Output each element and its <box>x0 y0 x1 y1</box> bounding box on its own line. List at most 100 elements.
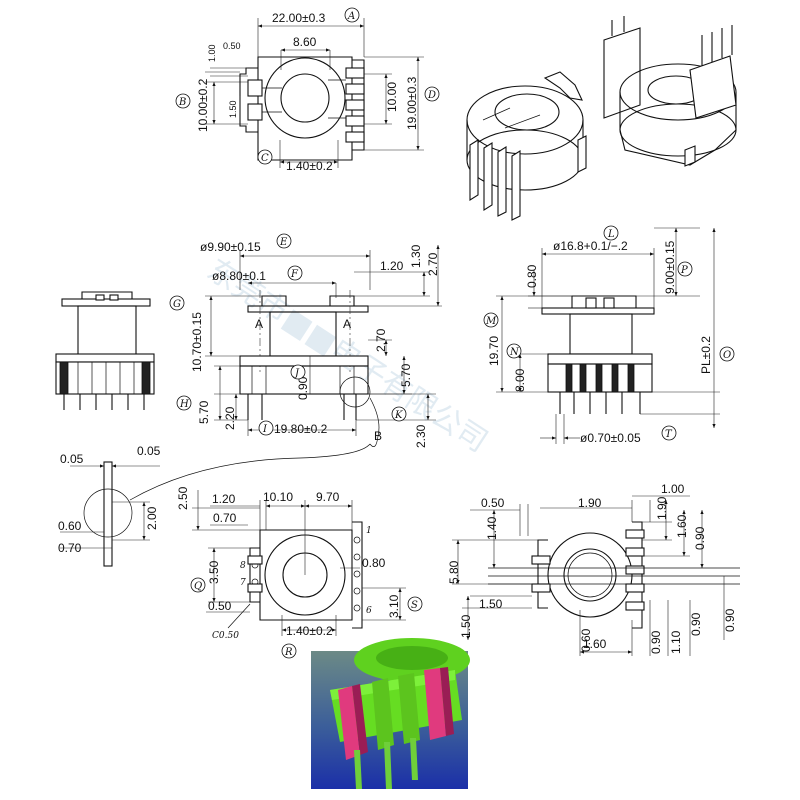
bottom-view: 1 8 7 6 2.50 1.20 10.10 9.70 0.70 3.50 0… <box>176 486 423 659</box>
svg-text:E: E <box>279 237 288 248</box>
svg-text:M: M <box>485 316 497 327</box>
front-right-3-dim: 2.70 <box>426 252 440 276</box>
svg-text:J: J <box>293 368 300 379</box>
svg-text:O: O <box>723 350 731 361</box>
front-mid-height-dim: 2.70 <box>374 328 388 352</box>
detail-dim-d: 0.70 <box>58 541 82 555</box>
svg-text:F: F <box>290 269 299 280</box>
svg-text:K: K <box>394 410 403 421</box>
callout-e: E <box>276 233 292 249</box>
bottom-dim-c: 10.10 <box>263 490 293 504</box>
pcb-dim-f: 1.60 <box>675 514 689 538</box>
pcb-dim-n: 1.10 <box>669 630 683 654</box>
section-mark-a-right: A <box>343 317 351 331</box>
detail-b-view: 0.05 0.05 0.60 0.70 2.00 <box>58 443 371 567</box>
bottom-dim-f: 3.50 <box>207 560 221 584</box>
callout-f: F <box>287 265 303 281</box>
callout-j: J <box>290 364 306 380</box>
render-3d-image <box>311 638 470 789</box>
top-small-a-dim: 1.00 <box>207 44 217 62</box>
pcb-dim-b: 1.90 <box>578 496 602 510</box>
svg-text:S: S <box>411 600 418 611</box>
front-flange-diameter-dim: ø9.90±0.15 <box>200 240 261 254</box>
callout-t: T <box>661 425 677 441</box>
callout-l: L <box>603 225 619 241</box>
bottom-chamfer-note: C0.50 <box>212 631 239 641</box>
section-mark-a-left: A <box>255 317 263 331</box>
callout-g: G <box>169 295 185 311</box>
callout-k: K <box>391 406 407 422</box>
pcb-dim-e: 1.40 <box>485 516 499 540</box>
left-elevation-view <box>55 291 155 410</box>
svg-text:R: R <box>284 647 293 658</box>
pcb-dim-g: 0.90 <box>693 526 707 550</box>
callout-q: Q <box>190 577 206 593</box>
pin-label-8: 8 <box>240 561 246 571</box>
bottom-pin-width-dim: 1.40±0.2 <box>286 624 333 638</box>
pcb-dim-j: 1.50 <box>459 614 473 638</box>
front-pin-length-dim: 2.30 <box>414 424 428 448</box>
top-width-dim: 22.00±0.3 <box>272 11 326 25</box>
front-view: A A B ø9.90±0.15 ø8.80±0.1 1.20 1.30 2.7… <box>169 233 442 448</box>
pcb-dim-m: 0.90 <box>649 630 663 654</box>
callout-o: O <box>719 346 735 362</box>
detail-circle-b <box>339 376 371 408</box>
svg-text:Q: Q <box>194 581 202 592</box>
front-core-diameter-dim: ø8.80±0.1 <box>212 269 266 283</box>
side-base-height-dim: 8.00 <box>513 368 527 392</box>
side-view: ø16.8+0.1/−.2 0.80 9.00±0.15 19.70 8.00 … <box>483 225 735 445</box>
callout-d: D <box>424 86 440 102</box>
bottom-dim-e: 0.70 <box>213 511 237 525</box>
front-right-2-dim: 1.30 <box>409 244 423 268</box>
svg-text:H: H <box>179 399 189 410</box>
pin-label-1: 1 <box>366 526 372 536</box>
front-pin-diameter-dim: 0.90 <box>296 376 310 400</box>
top-small-b-dim: 0.50 <box>223 41 241 51</box>
svg-text:N: N <box>509 347 520 358</box>
svg-text:T: T <box>665 429 673 440</box>
detail-dim-e: 2.00 <box>145 506 159 530</box>
svg-text:G: G <box>173 299 181 310</box>
side-top-height-dim: 0.80 <box>525 264 539 288</box>
isometric-view-left <box>466 71 587 221</box>
top-core-circle <box>280 73 330 123</box>
top-left-height-dim: 10.00±0.2 <box>196 78 210 132</box>
bottom-dim-b: 1.20 <box>212 492 236 506</box>
detail-dim-a: 0.05 <box>60 452 84 466</box>
side-total-height-dim: 19.70 <box>487 336 501 366</box>
pcb-dim-o: 0.90 <box>689 612 703 636</box>
top-flange-circle <box>264 57 346 139</box>
top-outer-height-dim: 19.00±0.3 <box>405 76 419 130</box>
pcb-dim-l: 1.60 <box>583 637 607 651</box>
svg-text:L: L <box>607 229 615 240</box>
top-pin-width-dim: 1.40±0.2 <box>286 159 333 173</box>
front-base-height-dim: 5.70 <box>399 363 413 387</box>
bottom-dim-h: 0.50 <box>208 599 232 613</box>
bottom-dim-a: 2.50 <box>176 486 190 510</box>
callout-s: S <box>407 596 423 612</box>
svg-text:A: A <box>347 11 355 22</box>
front-left-1-dim: 5.70 <box>197 400 211 424</box>
detail-dim-b: 0.05 <box>137 444 161 458</box>
pcb-layout-view: 0.50 1.90 1.00 1.90 1.40 1.60 0.90 5.80 … <box>447 482 740 656</box>
front-right-1-dim: 1.20 <box>380 259 404 273</box>
callout-b: B <box>175 93 191 109</box>
pcb-dim-a: 0.50 <box>481 496 505 510</box>
pcb-dim-i: 1.50 <box>479 597 503 611</box>
callout-c: C <box>257 149 273 165</box>
pin-label-6: 6 <box>366 606 372 616</box>
top-view: 22.00±0.3 8.60 0.50 1.00 10.00±0.2 1.50 … <box>175 7 440 173</box>
bottom-dim-g: 0.80 <box>362 556 386 570</box>
pcb-dim-c: 1.00 <box>661 482 685 496</box>
pcb-dim-d: 1.90 <box>655 496 669 520</box>
pin-label-7: 7 <box>240 578 246 588</box>
callout-h: H <box>176 395 192 411</box>
svg-text:P: P <box>680 265 688 276</box>
side-pin-length-dim: PL±0.2 <box>699 336 713 374</box>
top-window-dim: 8.60 <box>293 35 317 49</box>
svg-text:I: I <box>262 424 268 435</box>
bottom-dim-j: 3.10 <box>387 594 401 618</box>
svg-text:B: B <box>178 97 186 108</box>
top-left-small-dim: 1.50 <box>228 100 238 118</box>
